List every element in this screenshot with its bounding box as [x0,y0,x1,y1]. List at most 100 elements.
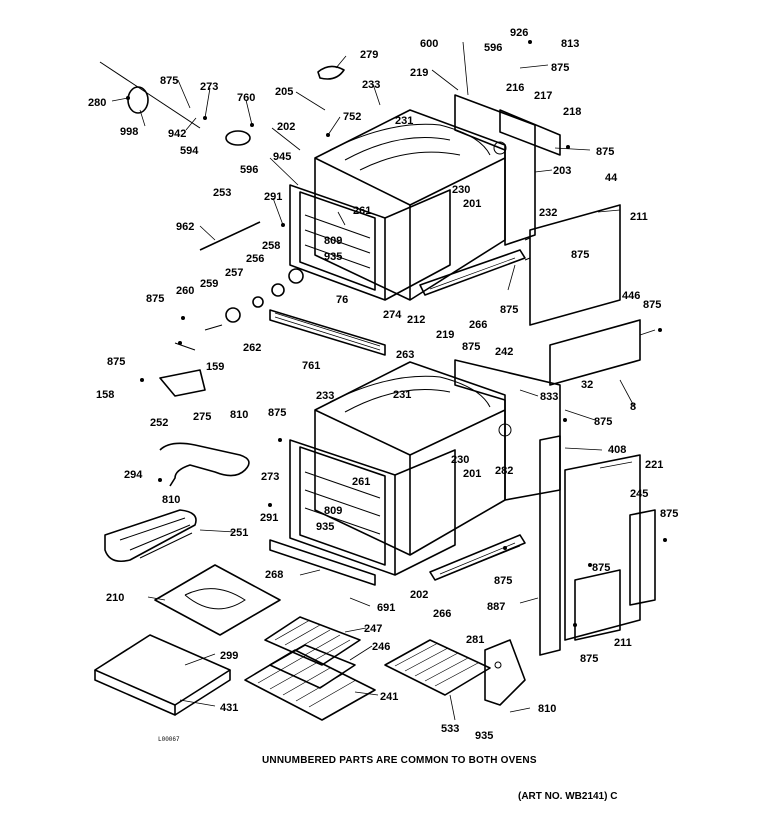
rod-253 [199,221,261,251]
lower-rails-266 [429,534,526,581]
part-label: 251 [230,527,248,539]
part-label: 211 [630,211,648,223]
part-label: 273 [261,471,279,483]
part-label: 875 [500,304,518,316]
part-label: 266 [433,608,451,620]
part-label: 260 [176,285,194,297]
part-label: 32 [581,379,593,391]
part-label: 256 [246,253,264,265]
lower-oven-cavity [314,361,506,556]
lower-trim-268 [269,539,376,586]
oven-rack-241 [244,649,376,721]
broil-element-251 [104,509,197,563]
part-label: 962 [176,221,194,233]
convection-fan-assembly [204,268,304,331]
part-label: 257 [225,267,243,279]
part-label: 935 [316,521,334,533]
part-label: 8 [630,401,636,413]
part-label: 259 [200,278,218,290]
part-label: 201 [463,198,481,210]
part-label: 875 [107,356,125,368]
part-label: 810 [538,703,556,715]
part-label: 875 [592,562,610,574]
part-label: 241 [380,691,398,703]
part-label: 218 [563,106,581,118]
part-label: 926 [510,27,528,39]
part-label: 875 [462,341,480,353]
part-label: 533 [441,723,459,735]
part-label: 216 [506,82,524,94]
part-label: 596 [240,164,258,176]
part-label: 202 [277,121,295,133]
part-label: 242 [495,346,513,358]
part-label: 44 [605,172,618,184]
part-label: 210 [106,592,124,604]
upper-back-panel [454,94,561,246]
upper-trim-262-263 [269,309,386,356]
part-label: 813 [561,38,579,50]
part-label: 233 [362,79,380,91]
lower-oven-frame [289,439,456,576]
part-label: 245 [630,488,648,500]
part-label: 752 [343,111,361,123]
part-label: 268 [265,569,283,581]
part-label: 809 [324,505,342,517]
part-label: 281 [466,634,484,646]
leader-lines [111,41,656,721]
part-label: 875 [660,508,678,520]
part-label: 810 [230,409,248,421]
part-label: 274 [383,309,402,321]
part-label: 261 [353,205,371,217]
part-label: 935 [475,730,493,742]
part-label: 291 [264,191,282,203]
part-label: 158 [96,389,114,401]
part-label: 201 [463,468,481,480]
broiler-pan-299 [94,634,231,716]
part-label: 231 [395,115,413,127]
hinge-281 [484,639,526,706]
part-label: 761 [302,360,320,372]
oven-bottom-210 [154,564,281,636]
broiler-rack-247 [264,616,361,666]
lower-back-panel [454,319,641,501]
part-label: 212 [407,314,425,326]
part-label: 887 [487,601,505,613]
part-label: 252 [150,417,168,429]
part-label: 833 [540,391,558,403]
part-label: 273 [200,81,218,93]
part-label: 875 [551,62,569,74]
part-label: 691 [377,602,395,614]
part-label: 431 [220,702,238,714]
part-label: 294 [124,469,143,481]
part-label: 600 [420,38,438,50]
part-label: 945 [273,151,291,163]
part-label: 935 [324,251,342,263]
part-label: 875 [494,575,512,587]
bracket-159-275 [159,342,206,397]
part-label: 219 [410,67,428,79]
part-label: 875 [268,407,286,419]
side-panels-408-221 [539,435,656,656]
part-label: 247 [364,623,382,635]
part-label: 279 [360,49,378,61]
part-label: 205 [275,86,293,98]
part-label: 258 [262,240,280,252]
part-label: 594 [180,145,199,157]
part-label: 998 [120,126,138,138]
part-label: 875 [596,146,614,158]
part-label: 246 [372,641,390,653]
part-label: 159 [206,361,224,373]
part-label: 291 [260,512,278,524]
fastener-dots [126,40,667,627]
part-label: 596 [484,42,502,54]
part-label: 230 [451,454,469,466]
part-label: 408 [608,444,626,456]
part-label: 261 [352,476,370,488]
part-label: 942 [168,128,186,140]
part-label: 221 [645,459,663,471]
part-label: 219 [436,329,454,341]
part-label: 76 [336,294,348,306]
part-label: 262 [243,342,261,354]
part-labels: 280 875 273 998 942 594 760 596 279 205 … [88,27,678,742]
upper-side-panel-211 [524,204,621,326]
